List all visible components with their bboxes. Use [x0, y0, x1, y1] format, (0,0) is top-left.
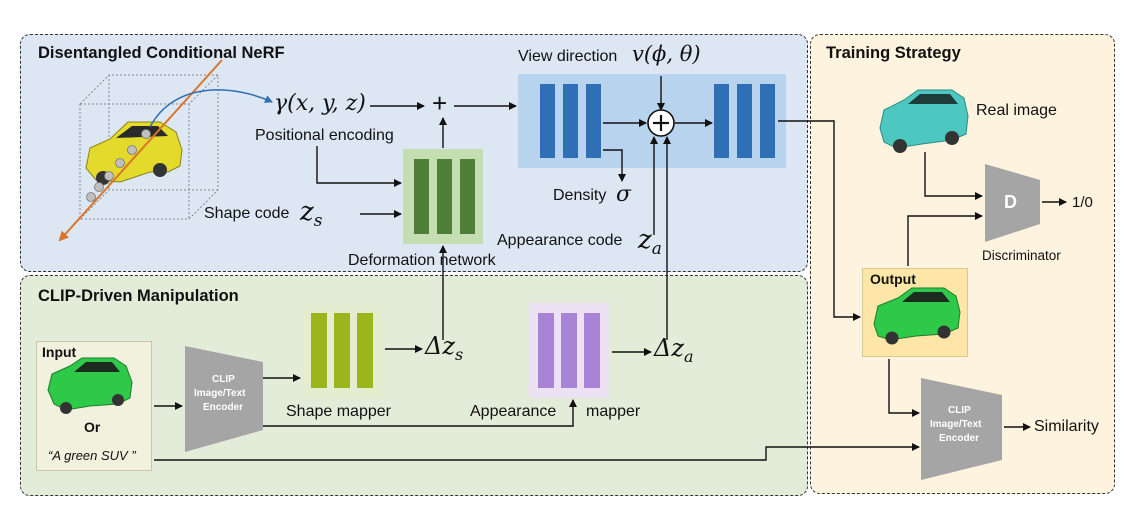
- appearance-mapper-layer-2: [561, 313, 577, 388]
- camera-ray: [58, 59, 223, 242]
- shape-mapper-layer-1: [311, 313, 327, 388]
- positional-encoding-math: γ(x, y, z): [274, 91, 366, 116]
- mlp-layer-5: [737, 84, 752, 158]
- shape-code-sub: s: [313, 211, 323, 232]
- input-car-icon: [47, 357, 133, 414]
- real-image-car-icon: [879, 89, 969, 153]
- deform-layer-3: [460, 159, 475, 234]
- shape-mapper-layer-3: [357, 313, 373, 388]
- shape-code-z: z: [300, 197, 314, 227]
- plus-symbol: +: [432, 88, 448, 118]
- output-label: Output: [870, 271, 916, 287]
- clip-encoder-2-line-3: Encoder: [939, 433, 980, 444]
- appearance-code-math: za: [638, 225, 662, 259]
- view-direction-math: v(ϕ, θ): [632, 42, 701, 66]
- clip-encoder-2-line-1: CLIP: [948, 405, 971, 416]
- output-car-icon: [873, 287, 961, 345]
- clip-encoder-1-block: [185, 346, 263, 452]
- appearance-mapper-label-a: Appearance: [470, 403, 557, 420]
- discriminator-letter: D: [1004, 192, 1017, 212]
- real-image-label: Real image: [976, 102, 1057, 119]
- mlp-layer-6: [760, 84, 775, 158]
- delta-za-symbol: Δz: [654, 334, 684, 362]
- discriminator-block: [985, 164, 1040, 242]
- appearance-mapper-label-b: mapper: [586, 403, 641, 420]
- discriminator-label: Discriminator: [982, 248, 1061, 263]
- mlp-layer-1: [540, 84, 555, 158]
- sample-to-encoding-arrow: [149, 89, 273, 128]
- clip-panel-title: CLIP-Driven Manipulation: [38, 287, 239, 305]
- ray-samples: [86, 129, 151, 202]
- discriminator-output-label: 1/0: [1072, 194, 1093, 211]
- shape-mapper-layer-2: [334, 313, 350, 388]
- or-label: Or: [84, 419, 101, 435]
- combine-circle-icon: [647, 109, 675, 137]
- mlp-layer-2: [563, 84, 578, 158]
- delta-zs-sub: s: [454, 344, 464, 364]
- view-direction-label: View direction: [518, 48, 618, 65]
- appearance-mapper-layer-3: [584, 313, 600, 388]
- appearance-code-label: Appearance code: [497, 232, 623, 249]
- delta-zs-math: Δzs: [425, 332, 463, 364]
- appearance-code-z: z: [638, 225, 652, 255]
- scene-cube: [79, 74, 219, 220]
- mlp-layer-3: [586, 84, 601, 158]
- clip-encoder-1-line-3: Encoder: [203, 402, 244, 413]
- delta-za-math: Δza: [654, 334, 694, 366]
- positional-encoding-label: Positional encoding: [255, 127, 394, 144]
- training-panel-title: Training Strategy: [826, 44, 961, 62]
- clip-encoder-1-line-1: CLIP: [212, 374, 235, 385]
- input-label: Input: [42, 344, 77, 360]
- shape-code-label: Shape code: [204, 205, 290, 222]
- clip-encoder-1-line-2: Image/Text: [194, 388, 246, 399]
- mlp-layer-4: [714, 84, 729, 158]
- clip-encoder-2-line-2: Image/Text: [930, 419, 982, 430]
- density-sigma: σ: [616, 182, 632, 207]
- deformation-network-label: Deformation network: [348, 252, 496, 269]
- nerf-panel-title: Disentangled Conditional NeRF: [38, 44, 285, 62]
- deform-layer-1: [414, 159, 429, 234]
- prompt-text: “A green SUV ”: [48, 448, 136, 463]
- clip-encoder-2-block: [921, 378, 1002, 480]
- appearance-code-sub: a: [651, 239, 662, 260]
- density-label: Density: [553, 187, 607, 204]
- delta-zs-symbol: Δz: [425, 332, 455, 360]
- appearance-mapper-layer-1: [538, 313, 554, 388]
- shape-code-math: zs: [300, 197, 322, 231]
- similarity-label: Similarity: [1034, 418, 1099, 435]
- deform-layer-2: [437, 159, 452, 234]
- delta-za-sub: a: [683, 346, 694, 366]
- shape-mapper-label: Shape mapper: [286, 403, 391, 420]
